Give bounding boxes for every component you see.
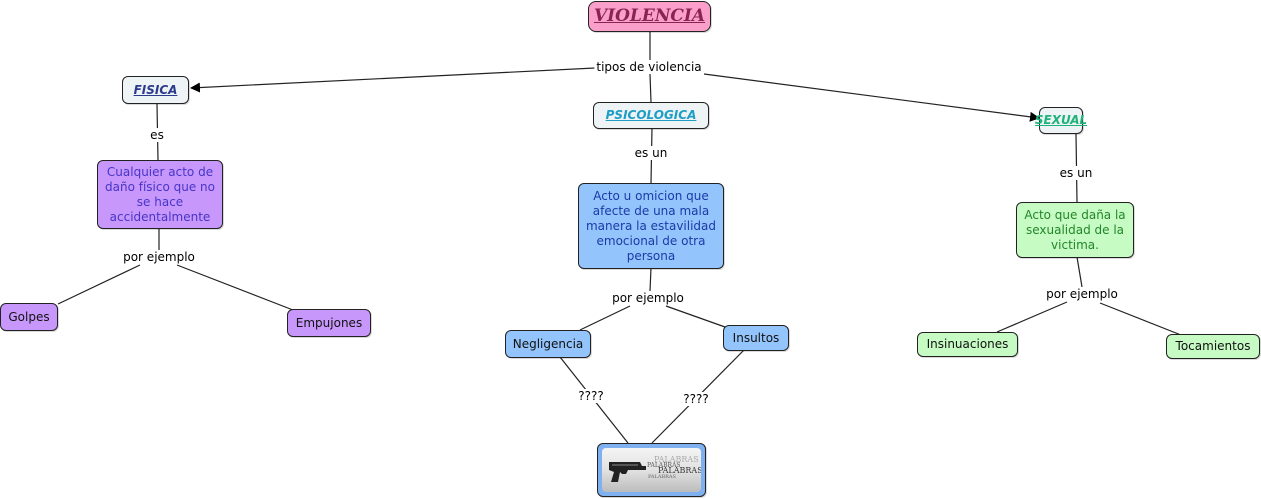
link-question-negligencia: ???? (576, 389, 606, 403)
golpes-label: Golpes (8, 309, 50, 324)
edge-sexual-def-ejemplo (1076, 256, 1083, 288)
insultos-label: Insultos (732, 330, 780, 345)
tocamientos-label: Tocamientos (1175, 339, 1251, 353)
link-es-un-sexual: es un (1057, 166, 1095, 180)
concept-insinuaciones[interactable]: Insinuaciones (917, 332, 1018, 357)
concept-tocamientos[interactable]: Tocamientos (1166, 334, 1260, 359)
link-question-insultos: ???? (681, 392, 711, 406)
sexual-definition-text: Acto que daña la sexualidad de la victim… (1024, 207, 1126, 252)
palabras-word-3: PALABRAS (658, 466, 701, 475)
edge-sexual-to-insinuaciones (996, 301, 1068, 333)
palabras-word-4: PALABRAS (648, 474, 676, 480)
image-node-gun-words[interactable]: PALABRAS PALABRAS PALABRAS PALABRAS (597, 443, 706, 497)
concept-sexual[interactable]: SEXUAL (1035, 107, 1087, 134)
palabras-word-2: PALABRAS (647, 462, 681, 469)
psicologica-definition-text: Acto u omicion que afecte de una mala ma… (585, 188, 717, 263)
concept-golpes[interactable]: Golpes (0, 303, 58, 331)
concept-psicologica-definition[interactable]: Acto u omicion que afecte de una mala ma… (578, 183, 724, 269)
concept-empujones[interactable]: Empujones (287, 309, 371, 337)
link-por-ejemplo-psicologica: por ejemplo (610, 291, 686, 305)
gun-words-image: PALABRAS PALABRAS PALABRAS PALABRAS (602, 448, 701, 492)
edge-link-to-fisica (190, 67, 596, 93)
concept-fisica[interactable]: FISICA (122, 76, 189, 104)
edge-link-to-sexual (703, 73, 1040, 122)
concept-psicologica[interactable]: PSICOLOGICA (593, 102, 709, 129)
pistol-icon (609, 462, 646, 482)
palabras-word-1: PALABRAS (654, 455, 699, 464)
edge-psico-def-ejemplo (649, 267, 652, 292)
root-concept-violencia[interactable]: VIOLENCIA (588, 1, 711, 32)
concept-fisica-definition[interactable]: Cualquier acto de daño físico que no se … (97, 160, 223, 229)
link-por-ejemplo-sexual: por ejemplo (1044, 287, 1120, 301)
edge-fisica-to-golpes (57, 264, 141, 305)
link-es: es (148, 128, 166, 142)
root-label: VIOLENCIA (593, 6, 706, 26)
insinuaciones-label: Insinuaciones (926, 337, 1009, 351)
link-tipos-de-violencia: tipos de violencia (594, 60, 704, 74)
edge-sexual-to-tocamientos (1099, 302, 1182, 336)
negligencia-label: Negligencia (512, 336, 584, 351)
empujones-label: Empujones (295, 315, 363, 330)
edge-link-to-psicologica (649, 73, 652, 103)
link-es-un-psicologica: es un (632, 146, 670, 160)
concept-insultos[interactable]: Insultos (723, 325, 789, 351)
fisica-definition-text: Cualquier acto de daño físico que no se … (105, 164, 215, 224)
link-por-ejemplo-fisica: por ejemplo (121, 250, 197, 264)
psicologica-label: PSICOLOGICA (605, 108, 697, 122)
concept-negligencia[interactable]: Negligencia (505, 330, 591, 358)
edge-psico-to-insultos (665, 305, 726, 328)
concept-sexual-definition[interactable]: Acto que daña la sexualidad de la victim… (1016, 202, 1134, 258)
edge-psico-to-negligencia (579, 305, 631, 331)
fisica-label: FISICA (133, 82, 178, 97)
sexual-label: SEXUAL (1034, 113, 1088, 127)
edge-fisica-to-empujones (176, 264, 294, 311)
